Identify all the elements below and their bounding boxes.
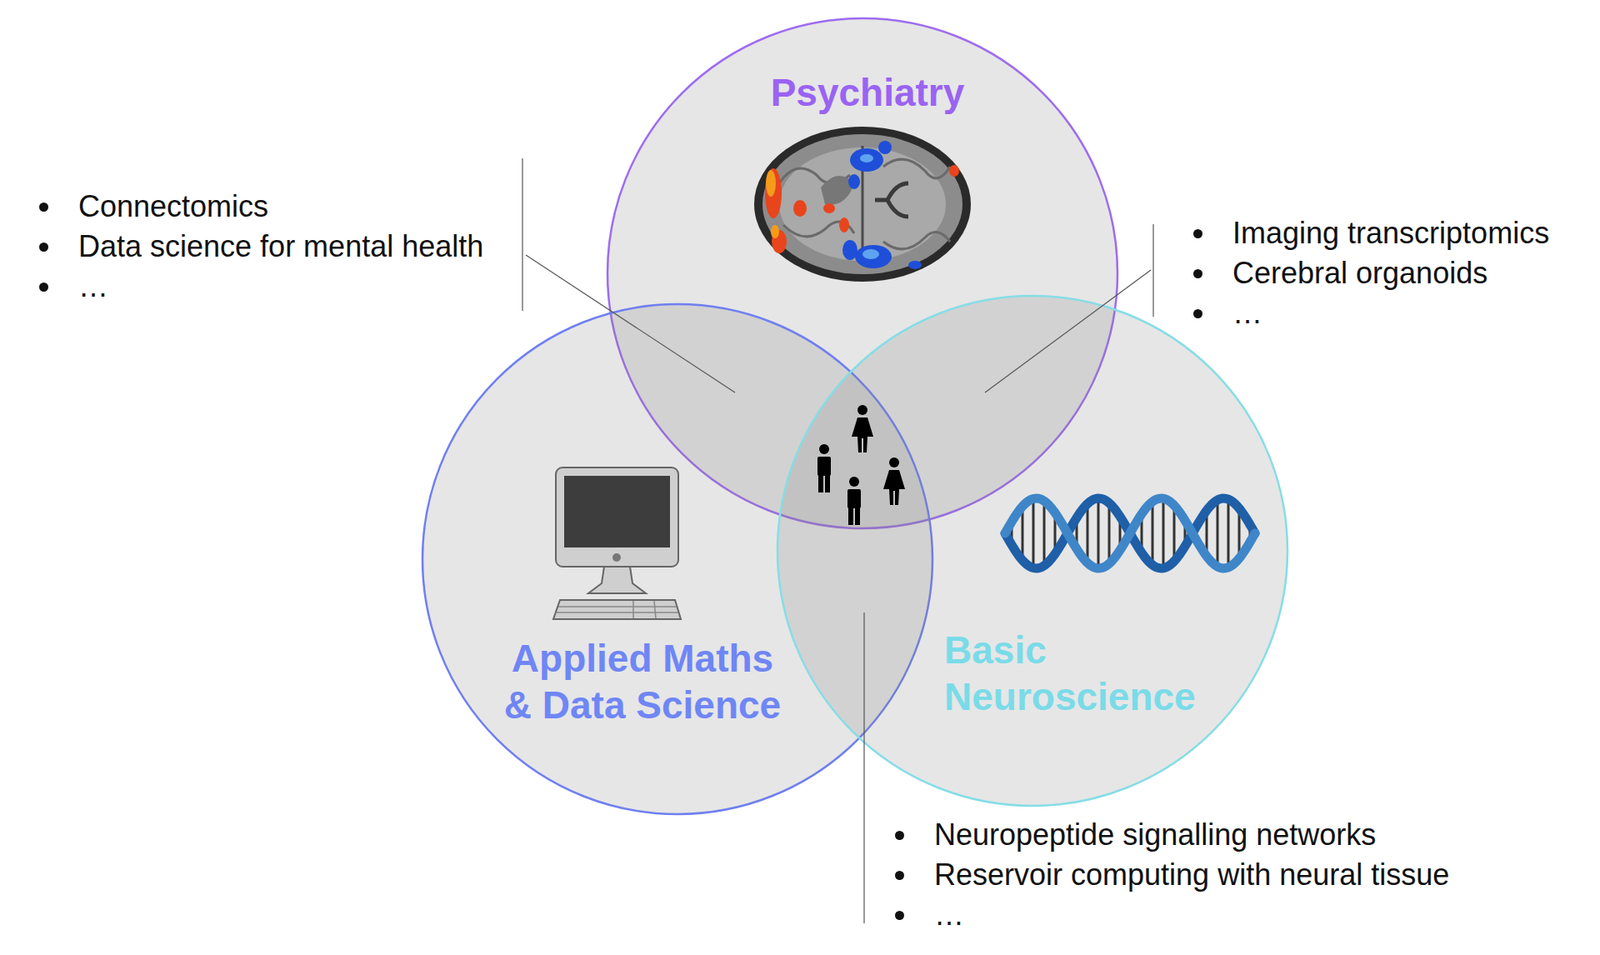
people-icons (817, 405, 905, 525)
bullet-item: … (1217, 293, 1550, 334)
bullet-item: Imaging transcriptomics (1217, 213, 1550, 254)
brain-scan (754, 126, 971, 282)
circle-title: Basic Neuroscience (944, 626, 1203, 720)
circle-outline (775, 294, 1290, 808)
left-bullet-list: ConnectomicsData science for mental heal… (20, 186, 484, 307)
bullet-item: Neuropeptide signalling networks (919, 815, 1450, 855)
leader-lines (522, 158, 1154, 924)
right-bullet-list: Imaging transcriptomicsCerebral organoid… (1174, 213, 1550, 334)
circle-title: Applied Maths & Data Science (499, 635, 787, 729)
dna-helix (1005, 498, 1255, 569)
bottom-bullet-list: Neuropeptide signalling networksReservoi… (875, 815, 1450, 935)
bullet-item: Data science for mental health (63, 226, 484, 267)
bullet-item: Connectomics (63, 186, 484, 227)
bullet-item: … (63, 266, 484, 307)
bullet-item: … (919, 895, 1450, 935)
computer-icon (553, 467, 681, 620)
bullet-item: Reservoir computing with neural tissue (919, 855, 1450, 895)
bullet-item: Cerebral organoids (1217, 253, 1550, 294)
circle-title: Psychiatry (742, 69, 993, 116)
basic-neuroscience-circle: Basic Neuroscience (775, 294, 1290, 808)
